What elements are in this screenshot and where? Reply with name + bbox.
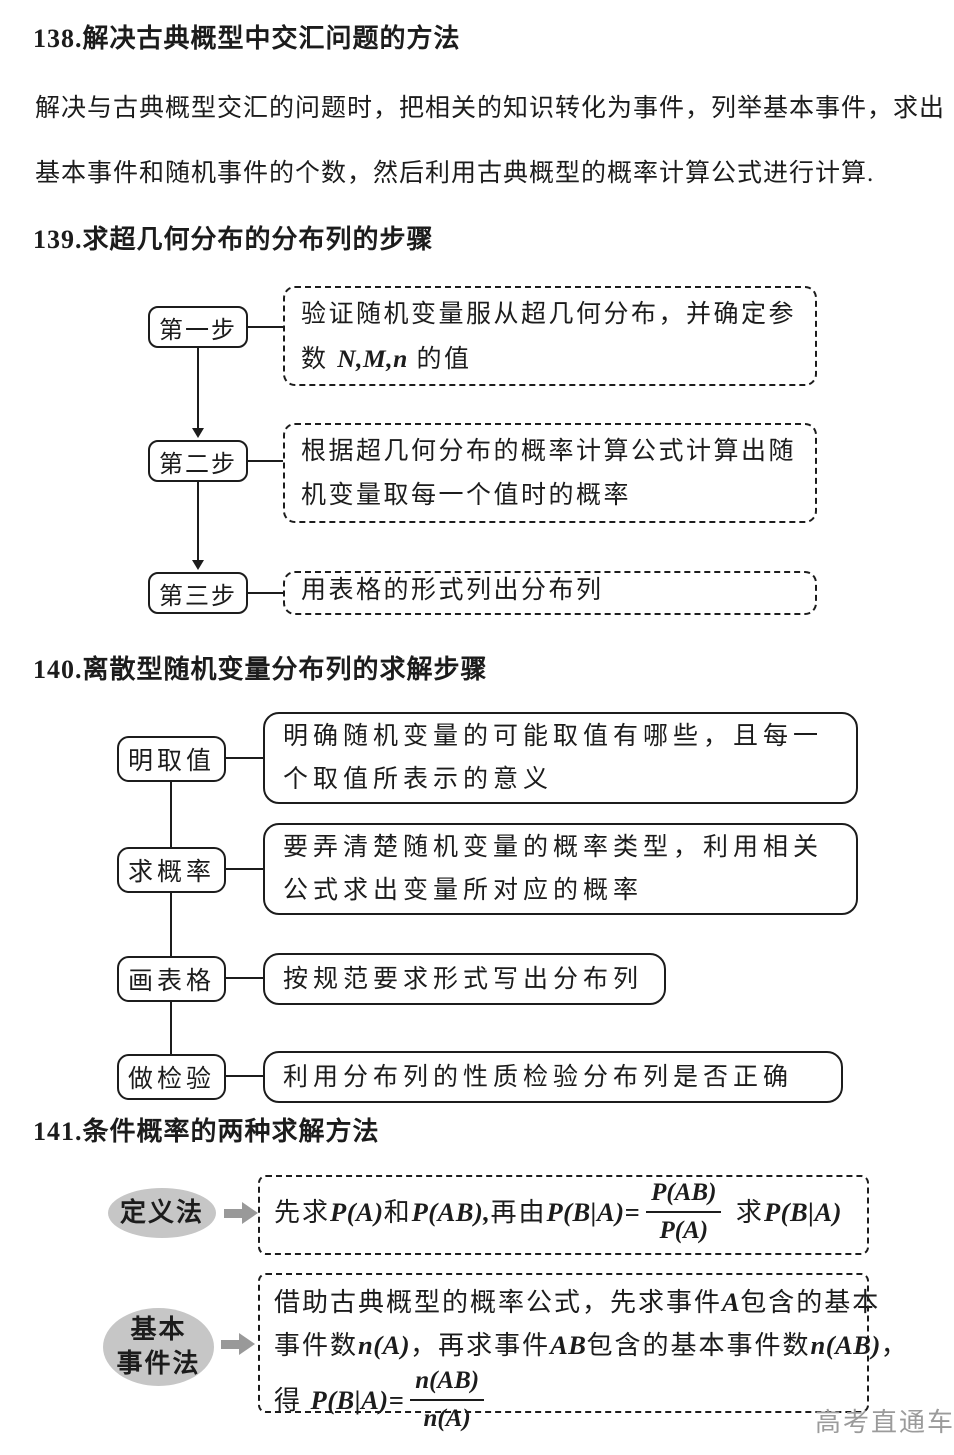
method2-label-line-2: 事件法 — [116, 1349, 201, 1378]
flow140-step3-content-line-1: 按规范要求形式写出分布列 — [283, 965, 644, 993]
flow139-step2-label-box: 第二步 — [148, 440, 248, 482]
flow139-step1-connector-line — [248, 326, 283, 328]
flow140-step1-content-line-1: 明确随机变量的可能取值有哪些，且每一 — [283, 723, 824, 750]
formula-fraction: n(AB)n(A) — [410, 1364, 485, 1436]
flow140-vertical-connector-2 — [170, 893, 172, 956]
flow140-step3-connector-line — [226, 977, 263, 979]
flow140-step3-label-box: 画表格 — [117, 956, 226, 1002]
flow140-vertical-connector-3 — [170, 1002, 172, 1054]
section-140-heading: 140.离散型随机变量分布列的求解步骤 — [33, 655, 488, 684]
flow140-vertical-connector-1 — [170, 782, 172, 847]
section-141-heading: 141.条件概率的两种求解方法 — [33, 1117, 380, 1146]
section-138-paragraph-line-1: 解决与古典概型交汇的问题时，把相关的知识转化为事件，列举基本事件，求出 — [35, 95, 946, 122]
flow140-step3-content-box: 按规范要求形式写出分布列 — [263, 953, 666, 1005]
section-138-heading: 138.解决古典概型中交汇问题的方法 — [33, 24, 461, 53]
flow140-step2-content-line-1: 要弄清楚随机变量的概率类型，利用相关 — [283, 834, 824, 861]
watermark: 高考直通车 — [815, 1408, 954, 1437]
method2-content-line-1: 借助古典概型的概率公式，先求事件A包含的基本 — [274, 1287, 881, 1317]
method2-content-line-3: 得 P(B|A)=n(AB)n(A) — [274, 1367, 853, 1439]
method1-ellipse: 定义法 — [108, 1188, 216, 1238]
formula-fraction: P(AB)P(A) — [646, 1176, 722, 1248]
flow139-step3-connector-line — [248, 592, 283, 594]
flow140-step1-content-box: 明确随机变量的可能取值有哪些，且每一 个取值所表示的意义 — [263, 712, 858, 804]
method1-formula-line: 先求P(A)和P(AB),再由P(B|A)=P(AB)P(A) 求P(B|A) — [274, 1179, 842, 1251]
flow140-step1-connector-line — [226, 757, 263, 759]
flow140-step4-content-line-1: 利用分布列的性质检验分布列是否正确 — [283, 1063, 794, 1091]
flow140-step1-label: 明取值 — [127, 748, 215, 775]
section-138-paragraph-line-2: 基本事件和随机事件的个数，然后利用古典概型的概率计算公式进行计算. — [35, 160, 875, 187]
method2-ellipse: 基本 事件法 — [103, 1308, 214, 1386]
flow139-step1-label-box: 第一步 — [148, 306, 248, 348]
flow140-step4-label: 做检验 — [127, 1066, 215, 1093]
flow139-step1-content-box: 验证随机变量服从超几何分布，并确定参 数 N,M,n 的值 — [283, 286, 817, 386]
flow139-down-arrow-1 — [192, 348, 204, 438]
flow140-step4-connector-line — [226, 1075, 263, 1077]
flow140-step4-content-box: 利用分布列的性质检验分布列是否正确 — [263, 1051, 843, 1103]
flow140-step2-label: 求概率 — [127, 859, 215, 886]
flow139-step2-content-box: 根据超几何分布的概率计算公式计算出随 机变量取每一个值时的概率 — [283, 423, 817, 523]
method1-arrow-icon — [224, 1202, 260, 1227]
flow140-step2-content-box: 要弄清楚随机变量的概率类型，利用相关 公式求出变量所对应的概率 — [263, 823, 858, 915]
flow140-step3-label: 画表格 — [127, 968, 215, 995]
flow140-step2-connector-line — [226, 868, 263, 870]
flow139-step3-label: 第三步 — [159, 583, 237, 610]
flow139-step3-label-box: 第三步 — [148, 572, 248, 614]
flow139-step2-content-line-2: 机变量取每一个值时的概率 — [301, 482, 632, 509]
flow139-step2-content-line-1: 根据超几何分布的概率计算公式计算出随 — [301, 438, 797, 465]
flow139-step1-content-line-2: 数 N,M,n 的值 — [301, 344, 472, 373]
method2-content-box: 借助古典概型的概率公式，先求事件A包含的基本 事件数n(A)，再求事件AB包含的… — [258, 1273, 909, 1432]
method1-label: 定义法 — [119, 1198, 204, 1227]
section-139-heading: 139.求超几何分布的分布列的步骤 — [33, 225, 434, 254]
flow139-step3-content-box: 用表格的形式列出分布列 — [283, 571, 817, 615]
flow139-down-arrow-2 — [192, 482, 204, 570]
flow140-step1-content-line-2: 个取值所表示的意义 — [283, 766, 554, 793]
method2-content-line-2: 事件数n(A)，再求事件AB包含的基本事件数n(AB)， — [274, 1330, 909, 1360]
flow139-step1-content-line-1: 验证随机变量服从超几何分布，并确定参 — [301, 301, 797, 328]
flow139-step2-label: 第二步 — [159, 451, 237, 478]
flow140-step2-content-line-2: 公式求出变量所对应的概率 — [283, 877, 644, 904]
flow139-step1-label: 第一步 — [159, 317, 237, 344]
method2-arrow-icon — [221, 1333, 257, 1358]
method1-content-box: 先求P(A)和P(AB),再由P(B|A)=P(AB)P(A) 求P(B|A) — [258, 1175, 869, 1255]
flow139-step3-content-line-1: 用表格的形式列出分布列 — [301, 576, 604, 604]
flow140-step1-label-box: 明取值 — [117, 736, 226, 782]
flow140-step2-label-box: 求概率 — [117, 847, 226, 893]
flow140-step4-label-box: 做检验 — [117, 1054, 226, 1100]
flow139-step2-connector-line — [248, 460, 283, 462]
method2-label-line-1: 基本 — [130, 1315, 187, 1344]
